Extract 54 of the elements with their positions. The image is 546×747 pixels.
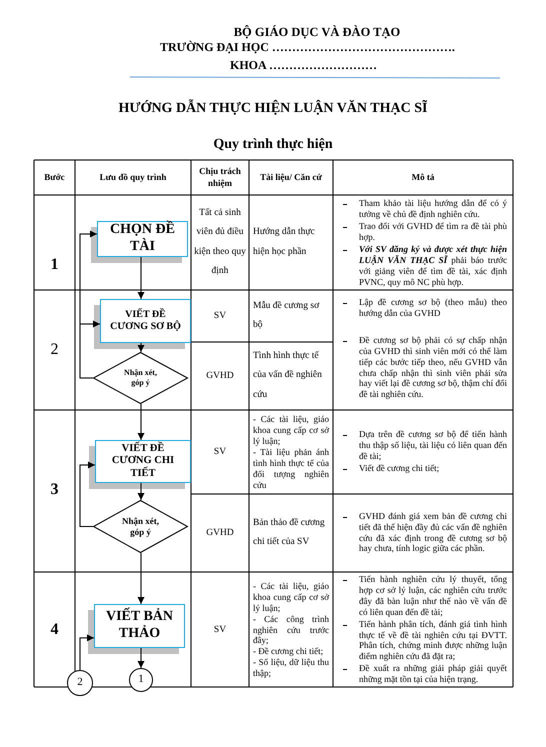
bullet-item: Trao đổi với GVHD để tìm ra đề tài phù hợp. [337, 221, 507, 243]
column-header: Chịu trách nhiệm [198, 166, 242, 190]
bullet-item: Lập đề cương sơ bộ (theo mẫu) theo hướng dẫn của GVHD [337, 296, 507, 318]
column-header: Bước [43, 172, 66, 184]
bullet-item: Với SV đăng ký và được xét thực hiện LUẬN VĂN THẠC SĨ phải báo trước với giảng viên để tìm đề tài, xác định PVNC, quy mô NC phù hợp. [337, 244, 507, 288]
subtitle: Quy trình thực hiện [212, 137, 334, 153]
cell-text: SV [212, 311, 228, 321]
arrow [80, 462, 96, 527]
cell-text: Tất cả sinh viên đủ điều kiện theo quy định [193, 206, 247, 278]
bullet-item: Viết đề cương chi tiết; [337, 462, 507, 474]
arrow [138, 256, 144, 300]
arrow [80, 634, 94, 670]
header-text: KHOA ……………………… [230, 58, 378, 73]
column-header: Tài liệu/ Căn cứ [259, 172, 323, 184]
column-header: Mô tả [410, 172, 436, 184]
arrow [138, 482, 144, 500]
bullet-item: GVHD đánh giá xem bản đề cương chi tiết đã thể hiện đầy đủ các vấn đề nghiên cứu đã xác định trong đề cương sơ bộ hay chưa, tính logic giữa các phần. [337, 510, 507, 554]
column-header: Lưu đồ quy trình [98, 172, 168, 184]
step-number: 4 [50, 620, 60, 638]
bullet-item: Dựa trên đề cương sơ bộ để tiến hành thu thập số liệu, tài liệu có liên quan đến đề tài; [337, 429, 507, 462]
bullet-item: Tham khảo tài liệu hướng dẫn để có ý tưởng về chủ đề định nghiên cứu. [337, 198, 507, 220]
arrow [80, 320, 100, 378]
cell-text: Bản thảo đề cương chi tiết của SV [253, 516, 326, 549]
bullet-item: Đề cương sơ bộ phải có sự chấp nhận của GVHD thì sinh viên mới có thể làm tiếp các bước tiếp theo, nếu GVHD vẫn chưa chấp nhận thì sinh viên phải sửa hay viết lại đề cương sơ bộ, thậm chí đổi đề tài nghiên cứu. [337, 334, 507, 400]
decision-diamond: Nhận xét, góp ý [93, 352, 188, 404]
cell-text: Mẫu đề cương sơ bộ [253, 300, 320, 332]
arrow [138, 648, 144, 668]
arrow [138, 552, 144, 604]
connector-circle: 1 [129, 668, 153, 692]
cell-text: - Đề cương chi tiết; [253, 646, 324, 658]
cell-text: - Các công trình nghiên cứu trước đây; [253, 614, 329, 646]
cell-text: - Số liệu, dữ liệu thu thập; [253, 657, 329, 680]
connector-circle: 2 [67, 670, 93, 696]
step-number: 1 [50, 256, 60, 274]
header-text: TRƯỜNG ĐẠI HỌC ………………………………………. [160, 40, 456, 55]
step-number: 3 [50, 481, 60, 499]
arrow [138, 404, 144, 440]
cell-text: Tình hình thực tế của vấn đề nghiên cứu [253, 350, 323, 402]
bullet-item: Tiến hành nghiên cứu lý thuyết, tổng hợp cơ sở lý luận, các nghiên cứu trước đây đã bàn luận như thế nào về vấn đề có liên quan đến đề tài; [337, 574, 507, 618]
cell-text: GVHD [205, 371, 235, 381]
step-number: 2 [50, 341, 60, 359]
cell-text: - Các tài liệu, giáo khoa cung cấp cơ sở lý luận; [253, 580, 329, 614]
bullet-item: Đề xuất ra những giải pháp giải quyết những mặt tồn tại của hiện trạng. [337, 663, 507, 686]
bullet-item: Tiến hành phân tích, đánh giá tình hình thực tế về đề tài nghiên cứu tại ĐVTT. Phân tích, chứng minh được những luận điểm nghiên cứu đã đặt ra; [337, 618, 507, 662]
title: HƯỚNG DẪN THỰC HIỆN LUẬN VĂN THẠC SĨ [118, 101, 428, 117]
cell-text: - Tài liệu phản ánh tình hình thực tế của đối tượng nghiên cứu [253, 447, 329, 491]
cell-text: Hướng dẫn thực hiện học phần [253, 226, 316, 258]
decision-diamond: Nhận xét, góp ý [93, 500, 188, 553]
header-text: BỘ GIÁO DỤC VÀ ĐÀO TẠO [232, 25, 402, 40]
cell-text: SV [212, 447, 228, 457]
cell-text: GVHD [205, 528, 235, 538]
cell-text: SV [212, 624, 228, 634]
cell-text: - Các tài liệu, giáo khoa cung cấp cơ sở lý luận; [253, 414, 329, 448]
arrow [138, 342, 144, 352]
